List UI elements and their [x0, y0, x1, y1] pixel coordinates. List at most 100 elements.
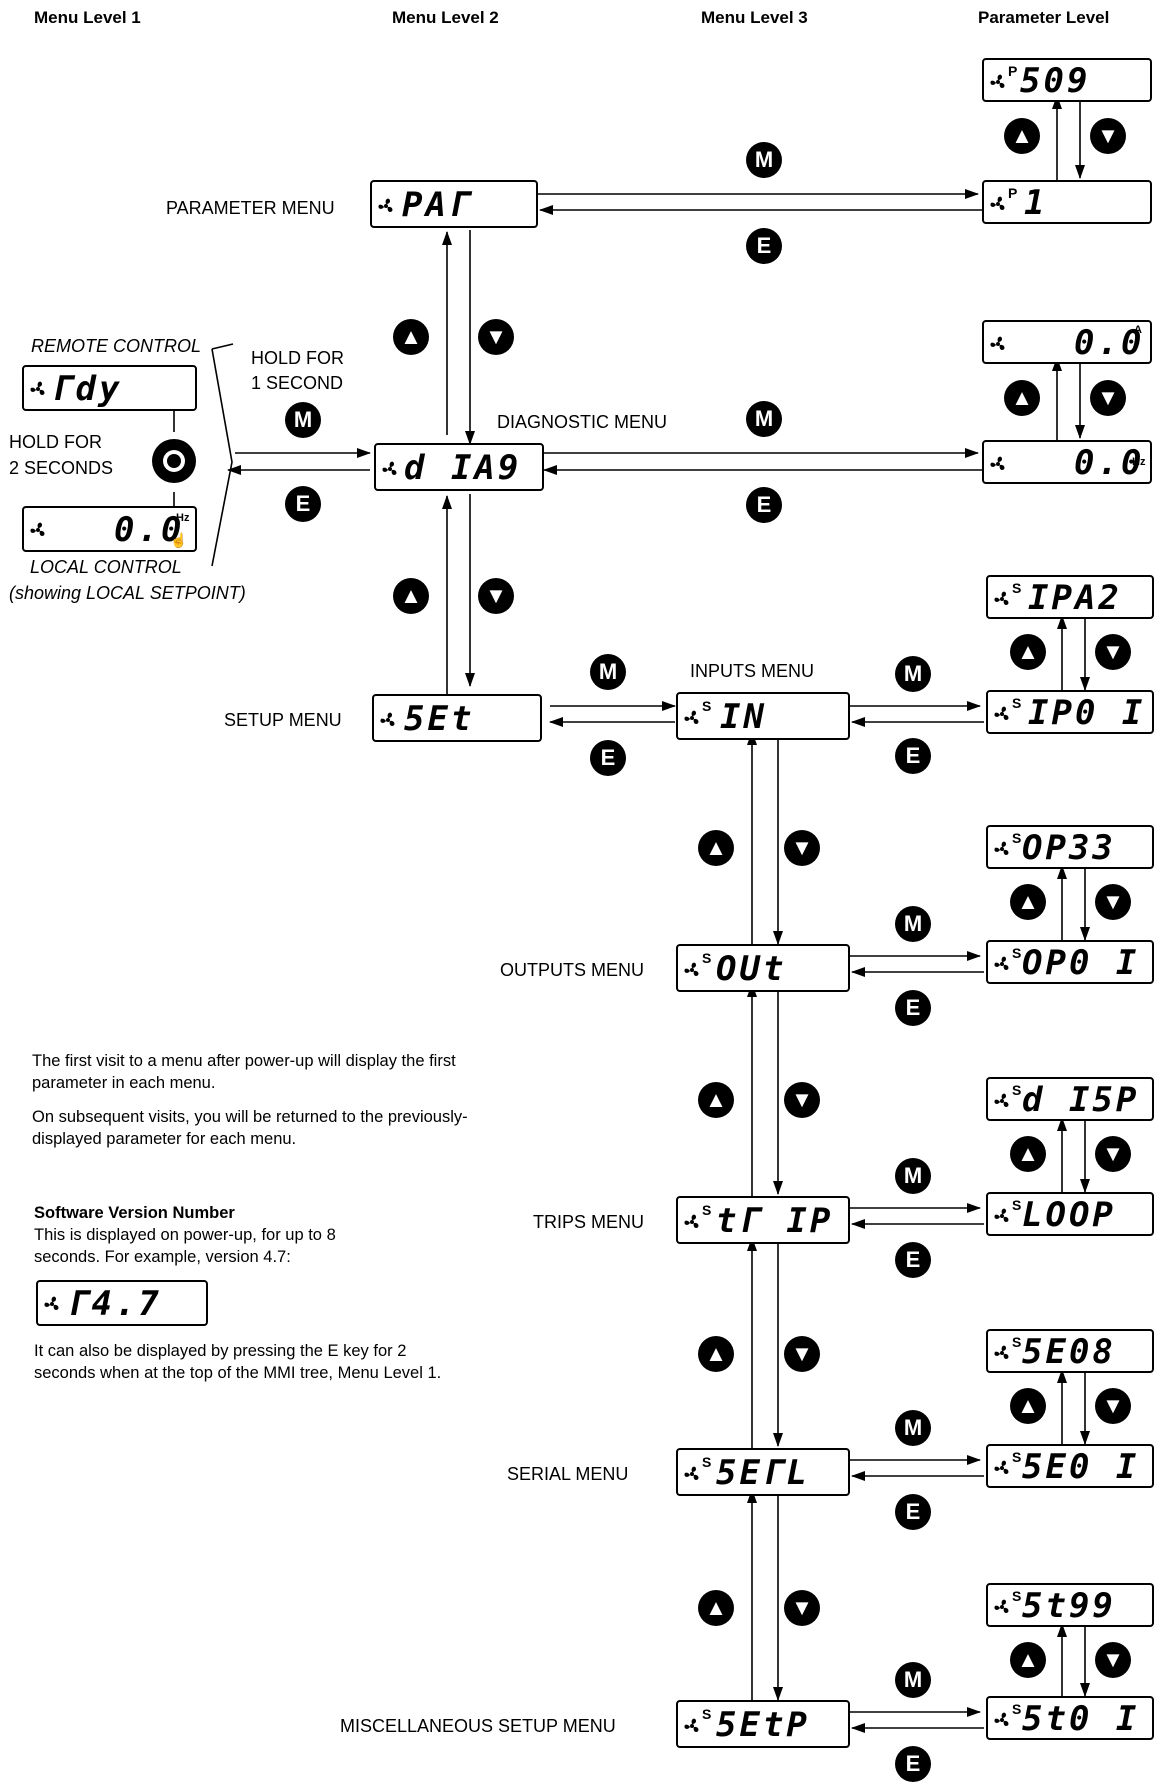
- setup-menu-label: SETUP MENU: [224, 710, 342, 730]
- trips-menu-display[interactable]: S tΓ IP: [676, 1196, 850, 1244]
- e-key-icon[interactable]: E: [746, 487, 782, 523]
- m-key-icon[interactable]: M: [895, 1410, 931, 1446]
- outputs-menu-code: OUt: [716, 949, 787, 989]
- fan-icon: [994, 1208, 1009, 1222]
- param-sup: S: [1012, 1701, 1022, 1717]
- e-key-icon[interactable]: E: [895, 1242, 931, 1278]
- fan-icon: [684, 710, 699, 724]
- trips-menu-sup: S: [702, 1202, 712, 1218]
- down-key-icon[interactable]: ▼: [1095, 634, 1131, 670]
- fan-icon: [380, 712, 395, 726]
- e-key-icon[interactable]: E: [895, 1494, 931, 1530]
- e-key-icon[interactable]: E: [895, 990, 931, 1026]
- param-code: 509: [1020, 61, 1091, 101]
- m-key-icon[interactable]: M: [895, 1662, 931, 1698]
- up-key-icon[interactable]: ▲: [698, 1082, 734, 1118]
- m-key-icon[interactable]: M: [285, 402, 321, 438]
- m-key-icon[interactable]: M: [746, 142, 782, 178]
- misc-setup-menu-label: MISCELLANEOUS SETUP MENU: [340, 1716, 616, 1736]
- serial-menu-label: SERIAL MENU: [507, 1464, 629, 1484]
- setup-menu-display[interactable]: 5Et: [372, 694, 542, 742]
- down-key-icon[interactable]: ▼: [1095, 884, 1131, 920]
- down-key-icon[interactable]: ▼: [478, 578, 514, 614]
- up-key-icon[interactable]: ▲: [1004, 118, 1040, 154]
- down-key-icon[interactable]: ▼: [784, 1336, 820, 1372]
- remote-display-text: Γdy: [52, 369, 123, 409]
- down-key-icon[interactable]: ▼: [784, 1590, 820, 1626]
- down-key-icon[interactable]: ▼: [1090, 118, 1126, 154]
- up-key-icon[interactable]: ▲: [1010, 634, 1046, 670]
- serial-first-display[interactable]: S 5E0 I: [986, 1444, 1154, 1488]
- outputs-menu-display[interactable]: S OUt: [676, 944, 850, 992]
- serial-last-display[interactable]: S 5E08: [986, 1329, 1154, 1373]
- serial-menu-display[interactable]: S 5EΓL: [676, 1448, 850, 1496]
- e-key-icon[interactable]: E: [285, 486, 321, 522]
- diagnostic-first-display[interactable]: 0.0 Hz: [982, 440, 1152, 484]
- parameter-menu-display[interactable]: PAΓ: [370, 180, 538, 228]
- down-key-icon[interactable]: ▼: [784, 1082, 820, 1118]
- fan-icon: [994, 591, 1009, 605]
- trips-first-display[interactable]: S LOOP: [986, 1192, 1154, 1236]
- up-key-icon[interactable]: ▲: [1010, 1388, 1046, 1424]
- trips-last-display[interactable]: S d I5P: [986, 1077, 1154, 1121]
- param-unit: A: [1134, 324, 1142, 336]
- diagnostic-last-display[interactable]: 0.0 A: [982, 320, 1152, 364]
- up-key-icon[interactable]: ▲: [1004, 380, 1040, 416]
- fan-icon: [378, 198, 393, 212]
- down-key-icon[interactable]: ▼: [1090, 380, 1126, 416]
- fan-icon: [684, 1466, 699, 1480]
- m-key-icon[interactable]: M: [895, 1158, 931, 1194]
- m-key-icon[interactable]: M: [746, 401, 782, 437]
- up-key-icon[interactable]: ▲: [698, 1590, 734, 1626]
- up-key-icon[interactable]: ▲: [1010, 884, 1046, 920]
- m-key-icon[interactable]: M: [590, 654, 626, 690]
- remote-control-label: REMOTE CONTROL: [31, 336, 202, 356]
- e-key-icon[interactable]: E: [895, 738, 931, 774]
- param-code: LOOP: [1022, 1195, 1116, 1235]
- param-sup: S: [1012, 1588, 1022, 1604]
- parameter-first-display[interactable]: P 1: [982, 180, 1152, 224]
- outputs-menu-label: OUTPUTS MENU: [500, 960, 644, 980]
- down-key-icon[interactable]: ▼: [478, 319, 514, 355]
- down-key-icon[interactable]: ▼: [1095, 1136, 1131, 1172]
- inputs-menu-display[interactable]: S IN: [676, 692, 850, 740]
- misc-setup-menu-code: 5EtP: [716, 1705, 810, 1745]
- outputs-last-display[interactable]: S OP33: [986, 825, 1154, 869]
- misc-setup-menu-display[interactable]: S 5EtP: [676, 1700, 850, 1748]
- m-key-icon[interactable]: M: [895, 906, 931, 942]
- fan-icon: [994, 841, 1009, 855]
- parameter-menu-label: PARAMETER MENU: [166, 198, 335, 218]
- up-key-icon[interactable]: ▲: [1010, 1136, 1046, 1172]
- up-key-icon[interactable]: ▲: [393, 578, 429, 614]
- up-key-icon[interactable]: ▲: [698, 830, 734, 866]
- e-key-icon[interactable]: E: [590, 740, 626, 776]
- software-version-description: This is displayed on power-up, for up to…: [34, 1226, 336, 1266]
- parameter-last-display[interactable]: P 509: [982, 58, 1152, 102]
- software-version-title: Software Version Number: [34, 1204, 235, 1222]
- outputs-menu-sup: S: [702, 950, 712, 966]
- fan-icon: [990, 456, 1005, 470]
- up-key-icon[interactable]: ▲: [393, 319, 429, 355]
- e-key-icon[interactable]: E: [746, 228, 782, 264]
- inputs-first-display[interactable]: S IP0 I: [986, 690, 1154, 734]
- param-code: 5t99: [1022, 1586, 1116, 1626]
- misc-first-display[interactable]: S 5t0 I: [986, 1696, 1154, 1740]
- remote-display: Γdy: [22, 365, 197, 411]
- first-visit-note: The first visit to a menu after power-up…: [32, 1052, 456, 1092]
- diagnostic-menu-display[interactable]: d IA9: [374, 443, 544, 491]
- down-key-icon[interactable]: ▼: [1095, 1388, 1131, 1424]
- param-sup: S: [1012, 1334, 1022, 1350]
- m-key-icon[interactable]: M: [895, 656, 931, 692]
- misc-last-display[interactable]: S 5t99: [986, 1583, 1154, 1627]
- misc-setup-menu-sup: S: [702, 1706, 712, 1722]
- down-key-icon[interactable]: ▼: [1095, 1642, 1131, 1678]
- e-key-icon[interactable]: E: [895, 1746, 931, 1782]
- hold-1-second-line1: HOLD FOR: [251, 348, 345, 368]
- up-key-icon[interactable]: ▲: [1010, 1642, 1046, 1678]
- param-code: 5E0 I: [1022, 1447, 1140, 1487]
- outputs-first-display[interactable]: S OP0 I: [986, 940, 1154, 984]
- up-key-icon[interactable]: ▲: [698, 1336, 734, 1372]
- inputs-menu-label: INPUTS MENU: [690, 661, 815, 681]
- down-key-icon[interactable]: ▼: [784, 830, 820, 866]
- inputs-last-display[interactable]: S IPA2: [986, 575, 1154, 619]
